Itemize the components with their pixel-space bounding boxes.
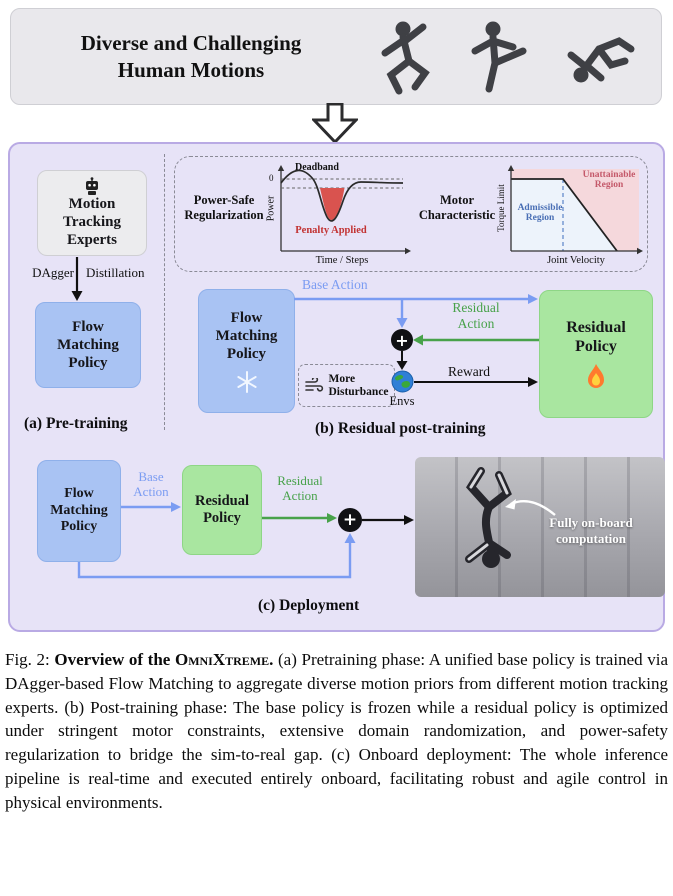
penalty-label: Penalty Applied bbox=[295, 225, 367, 236]
residual-action-label-c: Residual Action bbox=[277, 473, 323, 503]
penalty-region bbox=[320, 188, 345, 221]
sum-node-b: + bbox=[391, 329, 413, 351]
section-divider bbox=[164, 154, 165, 430]
residual-policy-box-c: Residual Policy bbox=[182, 465, 262, 555]
header-banner: Diverse and Challenging Human Motions bbox=[10, 8, 662, 105]
dagger-label: DAgger bbox=[32, 265, 74, 280]
deadband-label: Deadband bbox=[295, 162, 339, 173]
down-arrow-icon bbox=[312, 103, 358, 143]
onboard-computation-label: Fully on-board computation bbox=[549, 515, 633, 547]
wind-icon bbox=[305, 377, 324, 392]
caption-bold-intro: Overview of the bbox=[54, 650, 171, 669]
caption-body: (a) Pretraining phase: A unified base po… bbox=[5, 650, 669, 812]
admissible-label: Admissible Region bbox=[517, 203, 563, 224]
motor-chart-plot bbox=[507, 165, 643, 255]
motion-tracking-experts-box: Motion Tracking Experts bbox=[37, 170, 147, 256]
figure-caption: Fig. 2: Overview of the OmniXtreme. (a) … bbox=[5, 648, 668, 815]
residual-action-arrow-b bbox=[413, 334, 539, 346]
power-chart: 0 Deadband Penalty Applied Power Time / … bbox=[265, 161, 413, 271]
motor-chart: Unattainable Region Admissible Region To… bbox=[493, 161, 645, 271]
motor-characteristic-label: Motor Characteristic bbox=[418, 193, 496, 222]
flow-policy-label-b: Flow Matching Policy bbox=[215, 309, 278, 362]
flow-matching-policy-box-a: Flow Matching Policy bbox=[35, 302, 141, 388]
residual-policy-box-b: Residual Policy bbox=[539, 290, 653, 418]
sum-node-c: + bbox=[338, 508, 362, 532]
flow-matching-policy-box-c: Flow Matching Policy bbox=[37, 460, 121, 562]
distillation-label: Distillation bbox=[86, 265, 145, 280]
gym-background bbox=[415, 457, 665, 597]
velocity-axis-label: Joint Velocity bbox=[547, 255, 605, 266]
residual-action-label-b: Residual Action bbox=[452, 300, 500, 331]
robot-figure-1 bbox=[381, 21, 430, 95]
residual-policy-label-b: Residual Policy bbox=[566, 318, 626, 355]
residual-action-arrow-c bbox=[262, 513, 337, 523]
robot-figure-3 bbox=[567, 37, 635, 83]
time-axis-label: Time / Steps bbox=[315, 255, 369, 266]
section-b-label: (b) Residual post-training bbox=[315, 420, 486, 437]
zero-tick-label: 0 bbox=[269, 173, 274, 183]
header-title: Diverse and Challenging Human Motions bbox=[80, 31, 302, 83]
base-action-label-c: Base Action bbox=[133, 469, 169, 499]
unattainable-label: Unattainable Region bbox=[582, 170, 636, 191]
reward-label: Reward bbox=[448, 364, 490, 379]
regularization-panel: Power-Safe Regularization 0 Deadband Pen… bbox=[174, 156, 648, 272]
power-chart-plot bbox=[277, 165, 411, 255]
experts-label: Motion Tracking Experts bbox=[62, 196, 122, 248]
more-disturbance-label: More Disturbance bbox=[328, 372, 389, 398]
deployment-photo: Fully on-board computation bbox=[415, 457, 665, 597]
section-a-label: (a) Pre-training bbox=[24, 415, 128, 432]
snowflake-icon bbox=[236, 370, 257, 393]
robot-figure-2 bbox=[471, 21, 527, 93]
sum-to-robot-arrow bbox=[362, 515, 414, 525]
onboard-callout-arrow bbox=[505, 499, 556, 516]
base-action-label-b: Base Action bbox=[302, 277, 368, 292]
base-action-arrow-c bbox=[121, 502, 181, 512]
section-c-label: (c) Deployment bbox=[258, 597, 360, 614]
envs-label: Envs bbox=[389, 394, 415, 408]
admissible-region bbox=[511, 179, 617, 251]
sum-to-envs-arrow bbox=[396, 351, 408, 370]
power-safe-label: Power-Safe Regularization bbox=[184, 193, 264, 222]
overview-panel: Motion Tracking Experts DAgger Distillat… bbox=[8, 142, 665, 632]
flow-matching-policy-box-b: Flow Matching Policy bbox=[198, 289, 295, 413]
earth-icon bbox=[391, 370, 414, 393]
caption-brand: OmniXtreme bbox=[174, 650, 270, 669]
power-curve bbox=[280, 169, 404, 222]
robot-handstand-silhouette bbox=[465, 467, 512, 568]
unattainable-region bbox=[511, 169, 639, 251]
torque-axis-label: Torque Limit bbox=[496, 184, 506, 232]
flame-icon bbox=[588, 364, 604, 389]
robot-head-icon bbox=[86, 177, 98, 195]
caption-period: . bbox=[269, 650, 274, 669]
caption-fig-number: Fig. 2: bbox=[5, 650, 50, 669]
power-axis-label: Power bbox=[265, 195, 277, 222]
